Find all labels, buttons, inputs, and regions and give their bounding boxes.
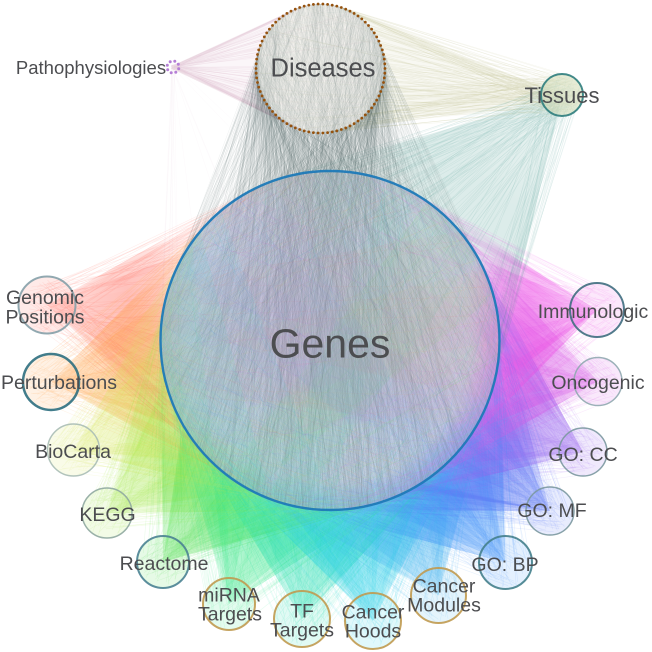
svg-text:Tissues: Tissues — [525, 83, 600, 108]
svg-text:Genes: Genes — [270, 321, 391, 367]
svg-text:Diseases: Diseases — [271, 55, 376, 83]
svg-text:Hoods: Hoods — [345, 621, 402, 643]
svg-text:BioCarta: BioCarta — [35, 441, 111, 463]
svg-text:Modules: Modules — [407, 595, 481, 617]
svg-text:Targets: Targets — [270, 620, 334, 642]
svg-text:Pathophysiologies: Pathophysiologies — [16, 57, 166, 78]
svg-text:Immunologic: Immunologic — [538, 301, 649, 323]
svg-text:Cancer: Cancer — [413, 576, 476, 598]
svg-text:Targets: Targets — [198, 604, 262, 626]
svg-text:GO: CC: GO: CC — [548, 444, 617, 466]
svg-text:TF: TF — [290, 601, 314, 623]
svg-text:Oncogenic: Oncogenic — [551, 372, 644, 394]
svg-text:Genomic: Genomic — [6, 287, 84, 309]
svg-text:Positions: Positions — [5, 307, 84, 329]
svg-text:miRNA: miRNA — [198, 585, 260, 607]
svg-text:Cancer: Cancer — [342, 602, 405, 624]
svg-text:Reactome: Reactome — [120, 553, 209, 575]
svg-text:Perturbations: Perturbations — [1, 372, 117, 394]
svg-text:KEGG: KEGG — [79, 504, 135, 526]
svg-text:GO: BP: GO: BP — [471, 554, 538, 576]
svg-text:GO: MF: GO: MF — [517, 500, 586, 522]
